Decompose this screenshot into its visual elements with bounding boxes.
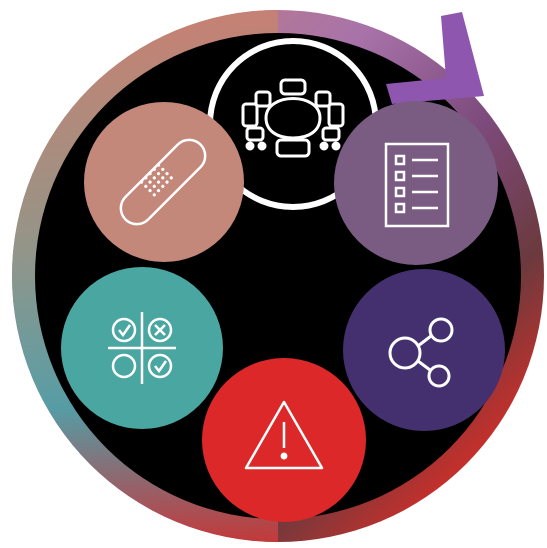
bandage-icon xyxy=(119,138,207,226)
checklist-icon xyxy=(384,142,450,228)
node-checklist xyxy=(334,101,498,265)
node-decision-grid xyxy=(61,267,223,429)
cycle-arrow-head xyxy=(386,12,484,104)
warning-triangle-icon xyxy=(244,400,324,470)
decision-grid-icon xyxy=(108,312,176,384)
node-warning xyxy=(202,358,366,522)
node-meeting xyxy=(207,38,379,210)
node-share xyxy=(343,269,505,431)
node-bandage xyxy=(84,102,244,262)
conference-table-icon xyxy=(241,78,345,158)
share-network-icon xyxy=(388,317,454,388)
